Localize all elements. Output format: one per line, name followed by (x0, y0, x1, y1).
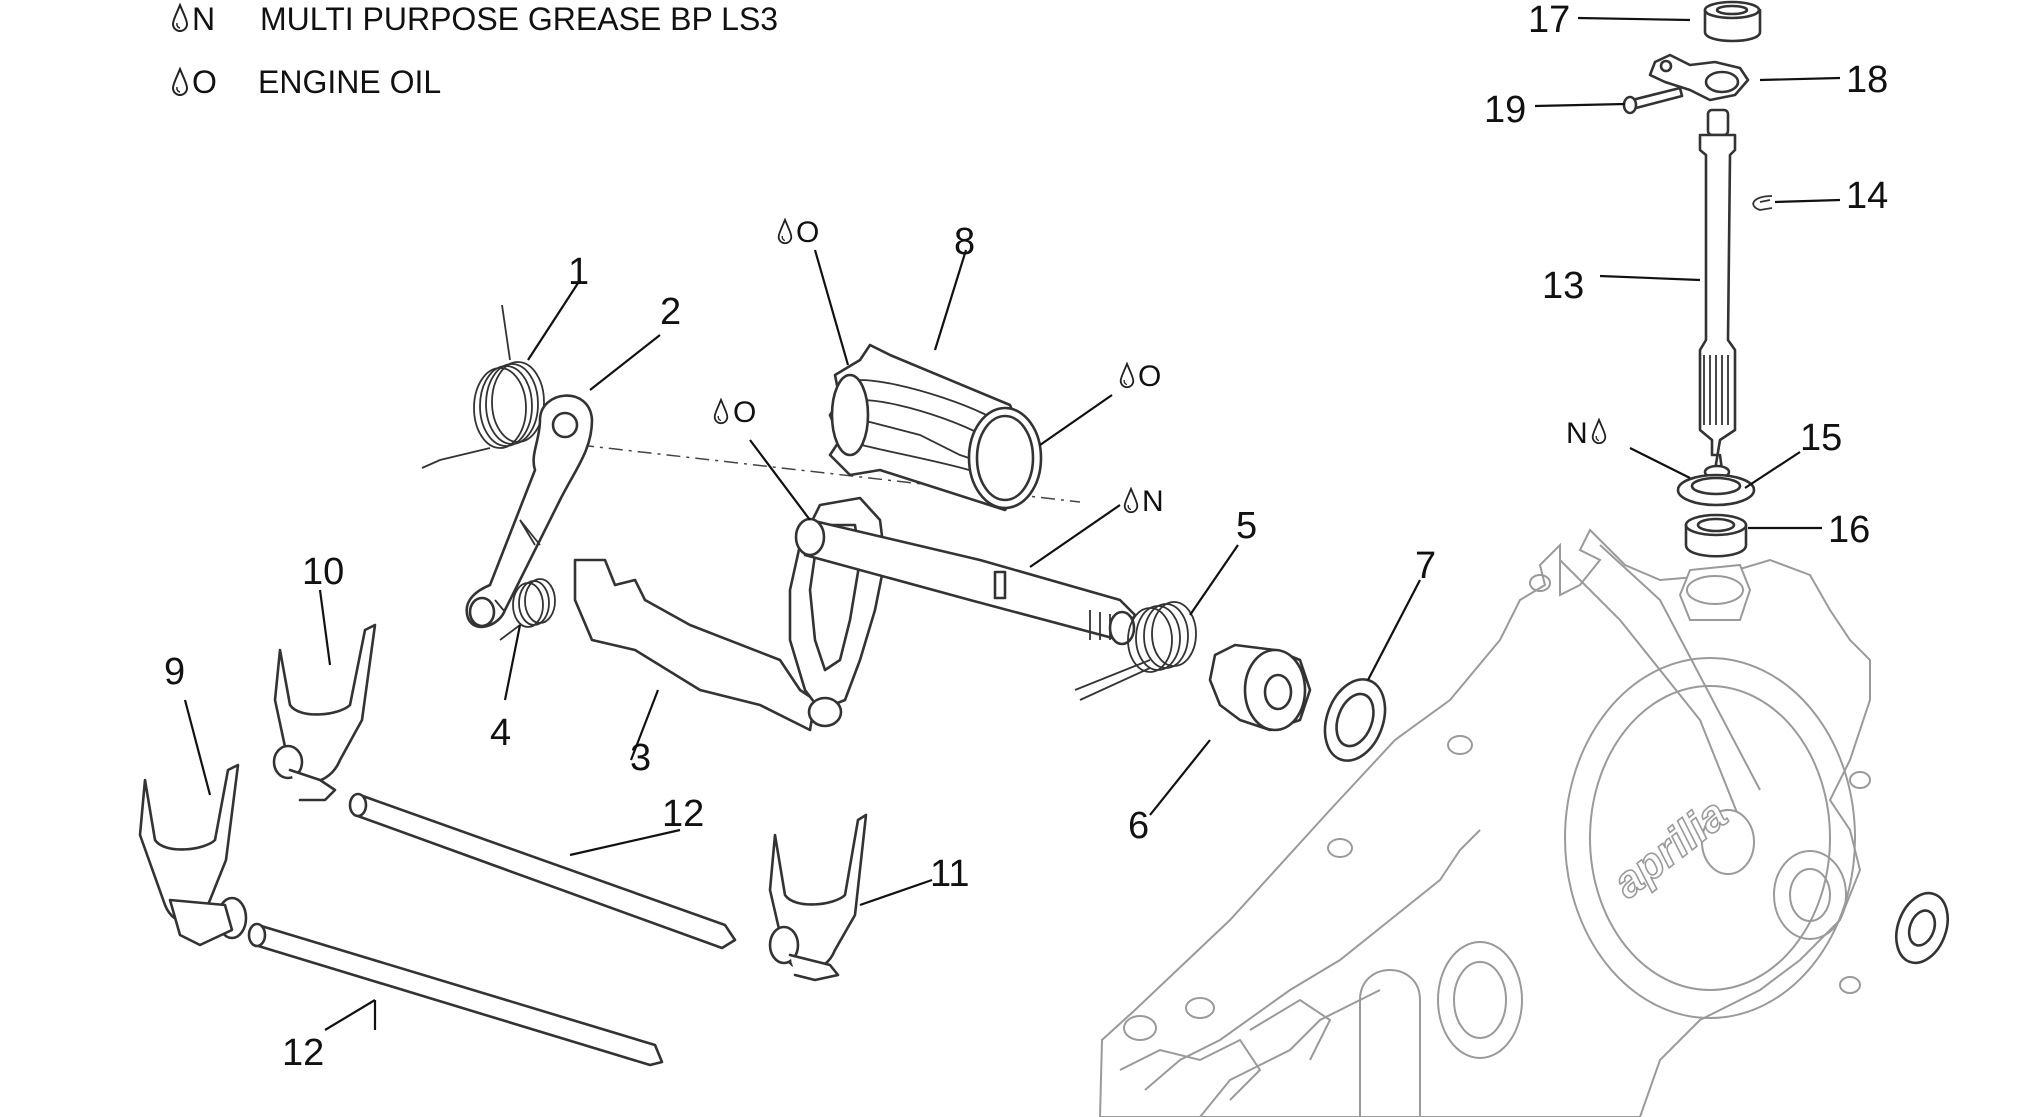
callout-14: 14 (1846, 175, 1888, 217)
callout-7: 7 (1415, 545, 1436, 587)
part-3-selector-shaft (573, 496, 1137, 732)
callout-16: 16 (1828, 509, 1870, 551)
part-4-small-spring (499, 519, 556, 641)
droplet-icon (1119, 362, 1135, 389)
legend: N MULTI PURPOSE GREASE BP LS3 O ENGINE O… (172, 1, 778, 100)
droplet-icon (1123, 487, 1139, 514)
droplet-icon (172, 68, 188, 96)
droplet-icon (713, 398, 729, 425)
legend-label-oil: ENGINE OIL (258, 64, 441, 100)
part-14-circlip (1752, 195, 1773, 211)
callout-4: 4 (490, 712, 511, 754)
callout-numbers: 1 2 3 4 5 6 7 8 9 10 11 12 12 13 14 15 1… (164, 0, 1888, 1074)
part-5-spring (1074, 601, 1197, 701)
callout-15: 15 (1800, 417, 1842, 459)
legend-label-grease: MULTI PURPOSE GREASE BP LS3 (260, 1, 778, 37)
crankcase-cover: aprilia (1098, 528, 1871, 1117)
part-1-torsion-spring (421, 304, 545, 469)
callout-5: 5 (1236, 505, 1257, 547)
part-19-screw (1622, 86, 1684, 115)
callout-19: 19 (1484, 89, 1526, 131)
callout-13: 13 (1542, 265, 1584, 307)
legend-code-grease: N (192, 1, 215, 37)
callout-1: 1 (568, 251, 589, 293)
lub-mark-drum-right: O (1138, 360, 1161, 393)
part-17-needle-bearing (1703, 0, 1762, 43)
part-2-selector-lever (465, 394, 594, 629)
leader-lines (183, 16, 1841, 1031)
callout-18: 18 (1846, 59, 1888, 101)
cover-oil-seal (1895, 891, 1949, 965)
callout-11: 11 (930, 853, 969, 895)
part-9-shift-fork (138, 763, 248, 947)
part-16-needle-bearing (1684, 513, 1748, 558)
callout-17: 17 (1528, 0, 1570, 41)
callout-6: 6 (1128, 805, 1149, 847)
callout-3: 3 (630, 737, 651, 779)
legend-code-oil: O (192, 64, 217, 100)
lub-mark-shaft-end: N (1142, 485, 1164, 518)
callout-10: 10 (302, 551, 344, 593)
lub-mark-selector-shaft: O (733, 396, 756, 429)
droplet-icon (172, 4, 188, 32)
part-10-shift-fork (272, 623, 377, 802)
part-12-fork-shaft-upper (348, 792, 737, 950)
part-15-oil-seal (1676, 473, 1756, 507)
part-11-shift-fork (768, 813, 868, 982)
callout-12-upper: 12 (662, 793, 704, 835)
callout-2: 2 (660, 291, 681, 333)
lubrication-marks: O O O N N (713, 216, 1607, 518)
droplet-icon (1591, 418, 1607, 445)
callout-8: 8 (954, 221, 975, 263)
callout-12-lower: 12 (282, 1032, 324, 1074)
part-12-fork-shaft-lower (247, 922, 664, 1067)
droplet-icon (777, 218, 793, 245)
part-7-washer (1323, 678, 1387, 762)
lub-mark-seal-15: N (1566, 417, 1588, 450)
lub-mark-drum-left: O (796, 216, 819, 249)
callout-9: 9 (164, 651, 185, 693)
part-8-selector-drum (828, 343, 1043, 512)
part-6-bushing (1208, 643, 1312, 732)
part-18-shift-lever (1648, 53, 1750, 102)
part-13-shift-shaft (1698, 108, 1737, 480)
